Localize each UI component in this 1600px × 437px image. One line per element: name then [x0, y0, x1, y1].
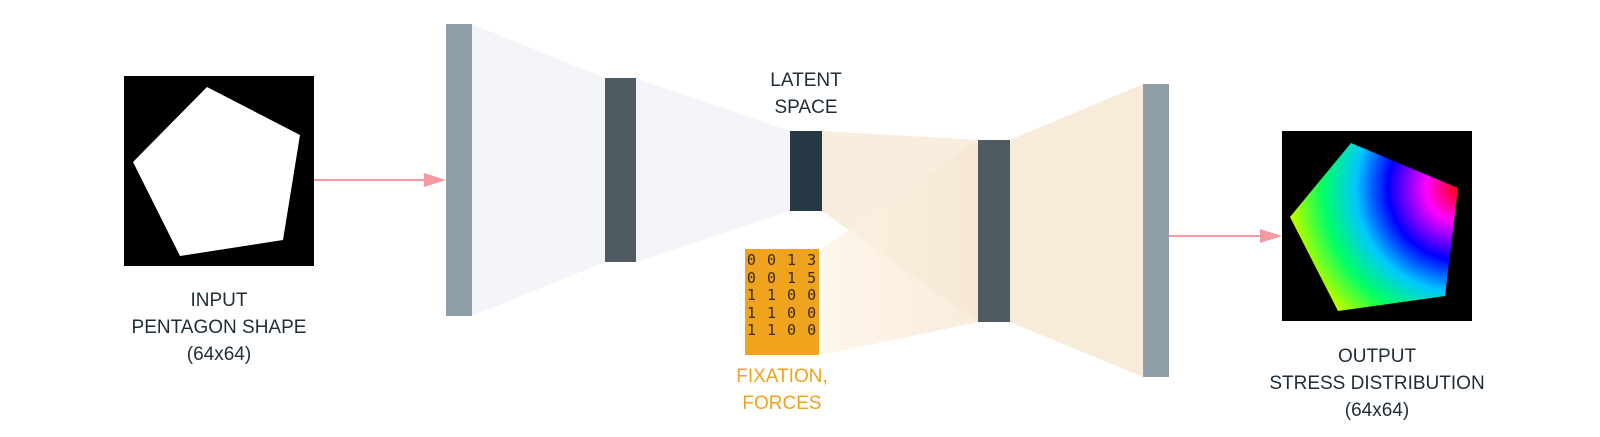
decoder-funnel-2 [1010, 84, 1143, 377]
latent-label-line: SPACE [774, 97, 838, 118]
latent-label: LATENT SPACE [746, 67, 866, 121]
encoder-funnel-1 [472, 24, 605, 316]
input-label-line: PENTAGON SHAPE [131, 317, 307, 338]
output-stress-pentagon [1290, 143, 1458, 311]
condition-label: FIXATION, FORCES [722, 363, 842, 417]
input-label-line: (64x64) [186, 344, 252, 365]
input-label: INPUT PENTAGON SHAPE (64x64) [119, 287, 319, 368]
matrix-row: 1 1 0 0 [746, 321, 818, 339]
latent-label-line: LATENT [770, 70, 842, 91]
input-label-line: INPUT [190, 290, 248, 311]
matrix-row: 1 1 0 0 [746, 303, 818, 322]
matrix-row: 0 0 1 5 [746, 268, 818, 287]
decoder-layer-2 [1143, 84, 1169, 377]
input-pentagon [133, 87, 300, 256]
condition-label-line: FIXATION, [736, 366, 828, 387]
output-arrow [1169, 229, 1282, 243]
matrix-row: 0 0 1 3 [746, 251, 818, 269]
condition-matrix: 0 0 1 3 0 0 1 5 1 1 0 0 1 1 0 0 1 1 0 0 [745, 249, 819, 355]
encoder-layer-2 [605, 78, 636, 262]
output-label: OUTPUT STRESS DISTRIBUTION (64x64) [1257, 343, 1497, 424]
output-label-line: OUTPUT [1337, 346, 1417, 367]
condition-to-decoder-funnel [822, 140, 978, 355]
encoder-layer-1 [446, 24, 472, 316]
output-label-line: (64x64) [1344, 400, 1410, 421]
latent-layer [790, 131, 822, 211]
matrix-row: 1 1 0 0 [746, 286, 818, 304]
output-label-line: STRESS DISTRIBUTION [1269, 373, 1485, 394]
condition-label-line: FORCES [742, 393, 822, 414]
decoder-layer-1 [978, 140, 1010, 322]
encoder-funnel-2 [636, 78, 790, 262]
input-arrow [314, 173, 446, 187]
